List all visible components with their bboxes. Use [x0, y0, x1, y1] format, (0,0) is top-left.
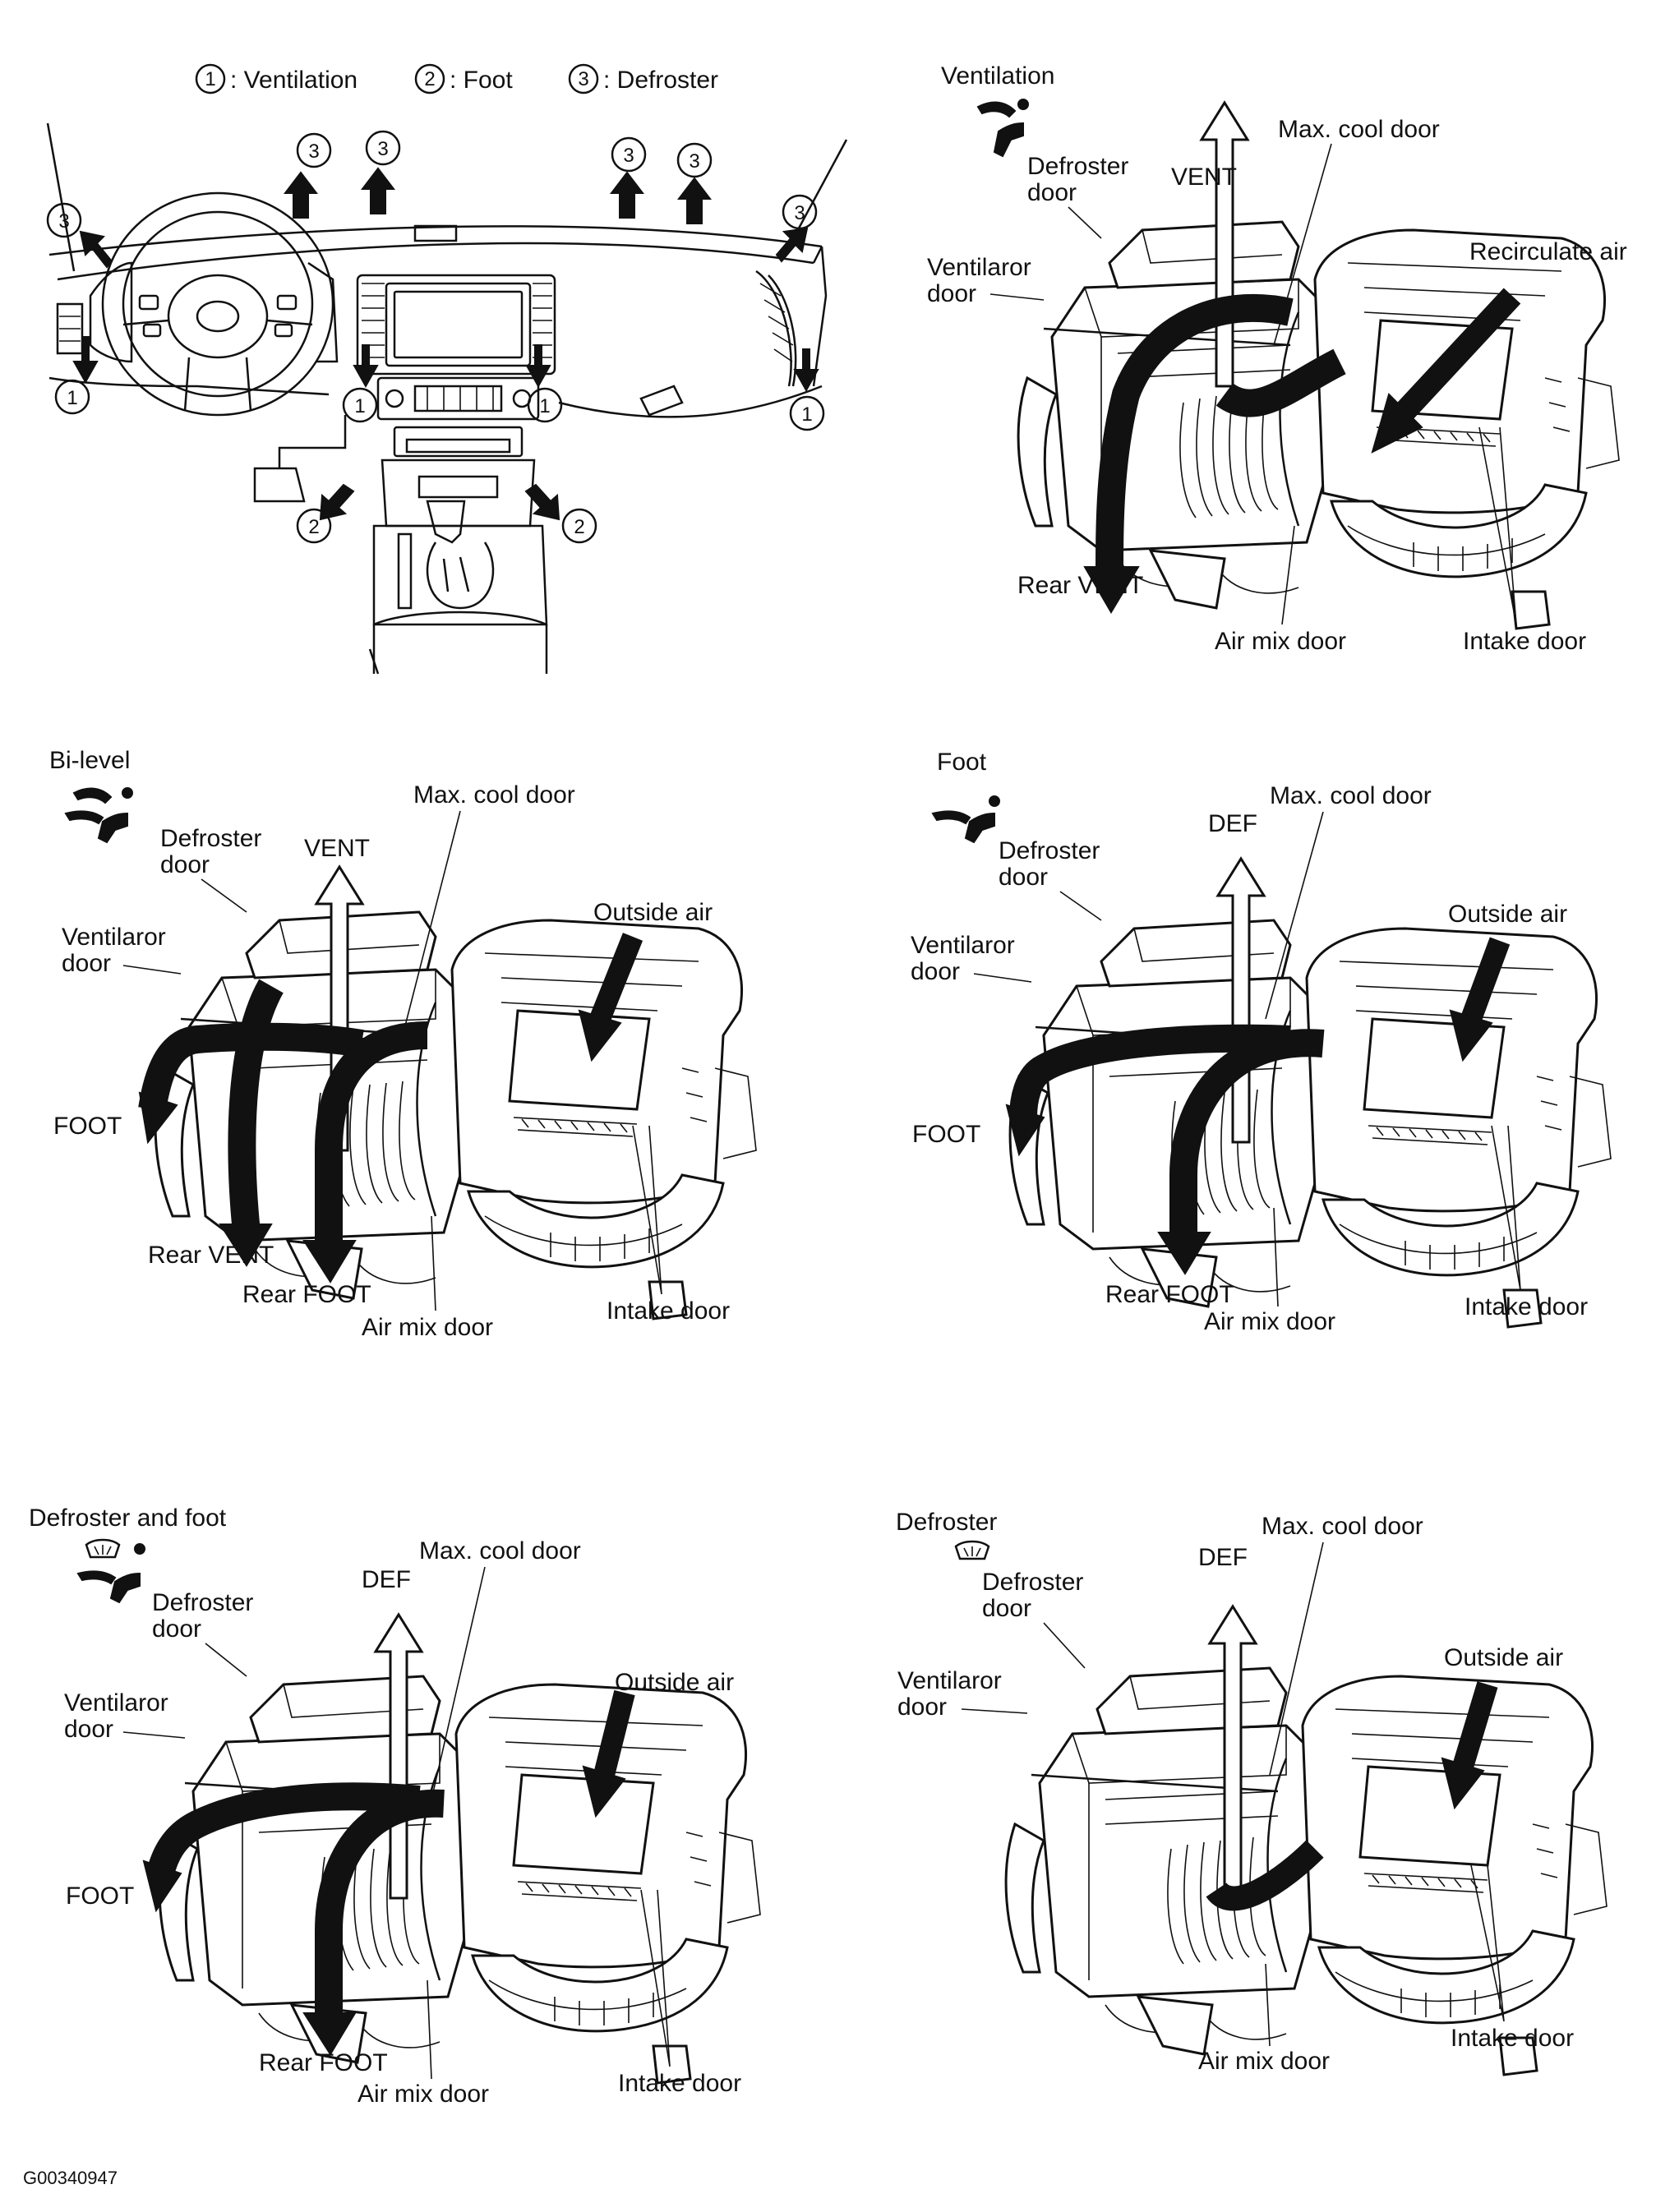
defroster-foot-intake-door: Intake door	[618, 2070, 741, 2097]
defroster-outlet-markers	[79, 167, 809, 269]
foot-defroster-door-line2: door	[999, 864, 1048, 891]
foot-ventilator-door-line1: Ventilaror	[911, 932, 1015, 959]
bilevel-foot-label: FOOT	[53, 1113, 122, 1140]
panel-foot: Foot Defroster door DEF Max. cool door V…	[911, 749, 1612, 1335]
legend-foot: 2 : Foot	[414, 63, 513, 94]
ventilation-outlet-markers	[72, 336, 819, 393]
ventilation-rear-vent: Rear VENT	[1017, 572, 1143, 599]
dash-callout-vent-4: 1	[801, 403, 812, 426]
bilevel-vent-label: VENT	[304, 835, 370, 862]
dashboard-callouts: 3 3 3 3 3 3 1 1 1 1 2 2	[46, 130, 825, 544]
ventilation-air-mix-door: Air mix door	[1215, 628, 1346, 655]
legend-ventilation: 1 : Ventilation	[195, 63, 357, 94]
bilevel-rear-vent: Rear VENT	[148, 1242, 274, 1269]
panel-ventilation: Ventilation Defroster door VENT Max. coo…	[927, 62, 1627, 655]
legend-defroster-num: 3	[578, 68, 588, 90]
defroster-foot-air-mix-door: Air mix door	[357, 2081, 489, 2108]
defroster-title: Defroster	[896, 1509, 997, 1536]
panel-defroster-foot: Defroster and foot Defroster door DEF Ma…	[29, 1505, 762, 2108]
defroster-def-label: DEF	[1198, 1544, 1248, 1571]
legend-defroster: 3 : Defroster	[568, 63, 718, 94]
bilevel-mode-icon	[64, 787, 133, 844]
foot-intake-door: Intake door	[1465, 1293, 1588, 1320]
bilevel-ventilator-door-line1: Ventilaror	[62, 924, 166, 951]
foot-defroster-door-line1: Defroster	[999, 837, 1100, 864]
ventilation-defroster-door-line1: Defroster	[1027, 153, 1128, 180]
ventilation-air-source: Recirculate air	[1469, 238, 1627, 265]
dash-callout-vent-3: 1	[539, 395, 550, 417]
bilevel-max-cool-door: Max. cool door	[413, 781, 575, 809]
figure-code: G00340947	[23, 2168, 118, 2188]
legend-foot-num: 2	[424, 68, 435, 90]
bilevel-defroster-door-line2: door	[160, 851, 210, 878]
defroster-defroster-door-line2: door	[982, 1595, 1031, 1622]
foot-mode-icon	[931, 795, 1000, 844]
defroster-mode-icon	[954, 1540, 990, 1560]
foot-foot-label: FOOT	[912, 1121, 980, 1148]
dash-callout-vent-1: 1	[67, 387, 77, 409]
ventilation-ventilator-door-line1: Ventilaror	[927, 254, 1031, 281]
center-console	[356, 274, 556, 674]
dash-callout-defroster-1: 3	[308, 141, 319, 163]
defroster-air-source: Outside air	[1444, 1644, 1563, 1671]
defroster-intake-door: Intake door	[1451, 2025, 1574, 2052]
ventilation-mode-icon	[976, 99, 1029, 158]
defroster-air-mix-door: Air mix door	[1198, 2048, 1330, 2075]
ventilation-intake-door: Intake door	[1463, 628, 1586, 655]
panel-bilevel: Bi-level Defroster door VENT Max. cool d…	[49, 747, 758, 1341]
defroster-foot-defroster-door-line1: Defroster	[152, 1589, 253, 1616]
ventilation-ventilator-door-line2: door	[927, 280, 976, 307]
bilevel-intake-door: Intake door	[607, 1297, 730, 1325]
dash-callout-defroster-4: 3	[689, 150, 699, 173]
defroster-foot-max-cool-door: Max. cool door	[419, 1537, 581, 1565]
dash-callout-foot-2: 2	[574, 516, 584, 538]
defroster-foot-mode-icon	[76, 1538, 145, 1604]
legend-ventilation-num: 1	[205, 68, 215, 90]
dashboard-illustration: 3 3 3 3 3 3 1 1 1 1 2 2	[46, 122, 848, 675]
bilevel-defroster-door-line1: Defroster	[160, 825, 261, 852]
dash-callout-foot-1: 2	[308, 516, 319, 538]
legend: 1 : Ventilation 2 : Foot 3 : Defroster	[195, 63, 718, 94]
foot-air-source: Outside air	[1448, 901, 1567, 928]
legend-ventilation-label: : Ventilation	[230, 67, 357, 94]
foot-title: Foot	[937, 749, 987, 776]
dash-callout-defroster-3: 3	[623, 145, 634, 167]
legend-foot-label: : Foot	[450, 67, 513, 94]
bilevel-air-mix-door: Air mix door	[362, 1314, 493, 1341]
foot-outlet-markers	[319, 483, 560, 521]
bilevel-title: Bi-level	[49, 747, 130, 774]
defroster-foot-title: Defroster and foot	[29, 1505, 227, 1532]
legend-defroster-label: : Defroster	[603, 67, 718, 94]
ventilation-defroster-door-line2: door	[1027, 179, 1077, 206]
dash-callout-vent-2: 1	[354, 395, 365, 417]
defroster-foot-ventilator-door-line1: Ventilaror	[64, 1689, 168, 1717]
dash-callout-defroster-6: 3	[794, 202, 805, 224]
defroster-foot-defroster-door-line2: door	[152, 1615, 201, 1643]
defroster-foot-ventilator-door-line2: door	[64, 1716, 113, 1743]
ventilation-title: Ventilation	[941, 62, 1054, 90]
defroster-foot-air-source: Outside air	[615, 1669, 734, 1696]
bilevel-ventilator-door-line2: door	[62, 950, 111, 977]
defroster-foot-rear-foot: Rear FOOT	[259, 2049, 388, 2076]
foot-max-cool-door: Max. cool door	[1270, 782, 1432, 809]
defroster-defroster-door-line1: Defroster	[982, 1569, 1083, 1596]
dash-callout-defroster-2: 3	[377, 138, 388, 160]
defroster-ventilator-door-line1: Ventilaror	[897, 1667, 1002, 1694]
defroster-foot-def-label: DEF	[362, 1566, 411, 1593]
foot-ventilator-door-line2: door	[911, 958, 960, 985]
ventilation-vent-label: VENT	[1171, 164, 1237, 191]
steering-wheel	[101, 191, 334, 417]
bilevel-air-source: Outside air	[593, 899, 713, 926]
foot-air-mix-door: Air mix door	[1204, 1308, 1335, 1335]
defroster-max-cool-door: Max. cool door	[1262, 1513, 1423, 1540]
dash-callout-defroster-5: 3	[58, 210, 69, 233]
foot-rear-foot: Rear FOOT	[1105, 1281, 1234, 1308]
foot-def-label: DEF	[1208, 810, 1257, 837]
panel-defroster: Defroster Defroster door DEF Max. cool d…	[896, 1509, 1608, 2076]
defroster-foot-foot-label: FOOT	[66, 1883, 134, 1910]
bilevel-rear-foot: Rear FOOT	[242, 1281, 371, 1308]
ventilation-max-cool-door: Max. cool door	[1278, 116, 1440, 143]
defroster-ventilator-door-line2: door	[897, 1694, 947, 1721]
